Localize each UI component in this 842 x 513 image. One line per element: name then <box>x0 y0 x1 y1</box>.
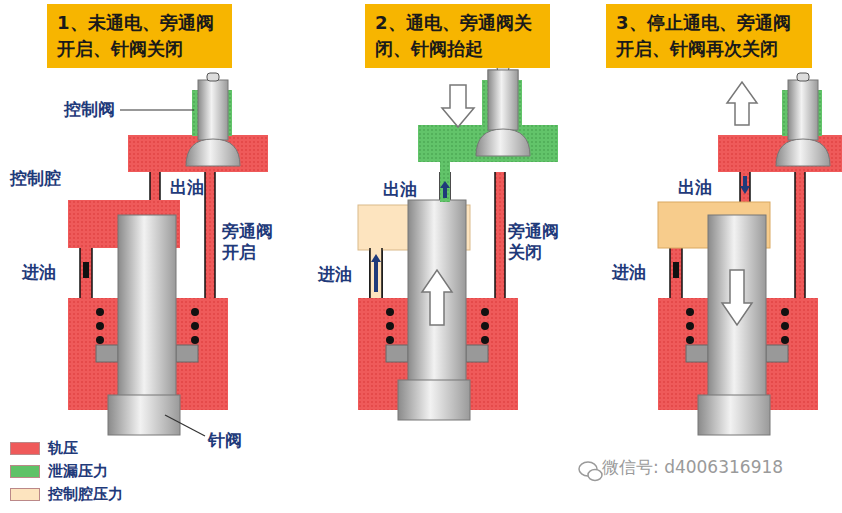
flow-label: 进油 <box>22 262 56 283</box>
flow-label: 出油 <box>170 177 204 198</box>
flow-label: 出油 <box>383 179 417 200</box>
legend-text: 控制腔压力 <box>48 485 123 504</box>
part-label: 控制阀 <box>64 99 115 120</box>
title-text: 1、未通电、旁通阀开启、针阀关闭 <box>57 10 222 62</box>
part-label: 控制腔 <box>10 168 61 189</box>
legend-swatch <box>10 442 40 455</box>
part-label: 针阀 <box>208 430 242 451</box>
part-label: 旁通阀开启 <box>222 221 276 264</box>
legend-text: 轨压 <box>48 439 78 458</box>
watermark: 微信号: d4006316918 <box>602 457 783 478</box>
title-box: 3、停止通电、旁通阀开启、针阀再次关闭 <box>606 4 812 68</box>
flow-label: 进油 <box>612 262 646 283</box>
title-box: 2、通电、旁通阀关闭、针阀抬起 <box>365 4 550 68</box>
flow-label: 出油 <box>678 177 712 198</box>
part-label: 旁通阀关闭 <box>508 221 562 264</box>
legend-swatch <box>10 465 40 478</box>
legend-swatch <box>10 488 40 501</box>
flow-label: 进油 <box>318 264 352 285</box>
title-text: 2、通电、旁通阀关闭、针阀抬起 <box>375 10 540 62</box>
title-text: 3、停止通电、旁通阀开启、针阀再次关闭 <box>616 10 802 62</box>
title-box: 1、未通电、旁通阀开启、针阀关闭 <box>47 4 232 68</box>
legend-text: 泄漏压力 <box>48 462 108 481</box>
